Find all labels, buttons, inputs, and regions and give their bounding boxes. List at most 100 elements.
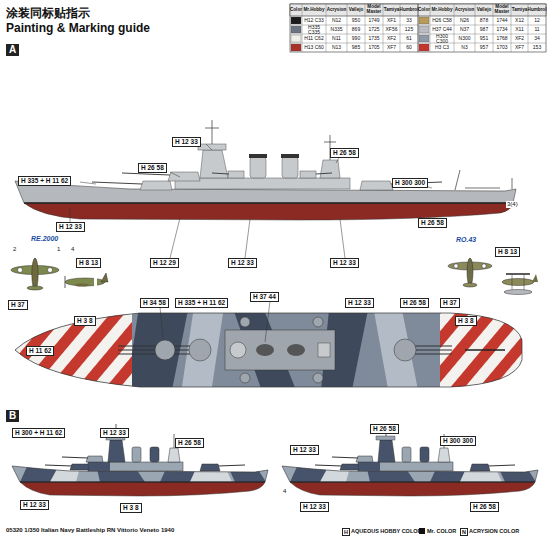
top-view-ship [10, 300, 132, 400]
table-cell: X12 [511, 16, 528, 25]
paint-table [291, 44, 301, 51]
table-cell: N335 [326, 25, 347, 34]
top-view-ship [318, 343, 330, 357]
table-cell: 869 [347, 25, 365, 34]
top-view-ship [10, 300, 530, 400]
side-view-ship [249, 154, 267, 158]
side-view-ship [140, 144, 393, 190]
aircraft [467, 258, 473, 286]
top-view-ship [412, 354, 452, 355]
color-callout: H 300 300 [392, 178, 428, 188]
aircraft [512, 274, 513, 290]
top-view-ship [118, 346, 158, 347]
color-callout: H 12 33 [345, 298, 374, 308]
aircraft [506, 273, 530, 275]
table-cell: 125 [400, 25, 418, 34]
table-cell: XF2 [383, 34, 400, 43]
top-view-ship [10, 300, 530, 400]
top-view-ship [189, 339, 211, 361]
side-view-ship [205, 120, 512, 190]
color-callout: H 12 33 [100, 428, 129, 438]
table-header: Humbrol [528, 4, 546, 16]
table-cell: H37 C44 [430, 25, 454, 34]
aircraft [65, 276, 66, 288]
aircraft [75, 283, 89, 286]
paint-table [291, 35, 301, 42]
color-callout: H 26 58 [330, 148, 359, 158]
color-callout: H 335 + H 11 62 [18, 176, 71, 186]
leader-line [245, 219, 250, 258]
side-view-ship [250, 157, 266, 178]
side-view-ship [324, 142, 336, 143]
table-header: Vallejo [475, 4, 493, 16]
table-cell: 1705 [365, 43, 383, 52]
paint-table [419, 35, 429, 42]
color-callout: H 26 58 [470, 502, 499, 512]
paint-table [291, 17, 301, 24]
leader-line [340, 219, 345, 258]
top-view-ship [394, 339, 416, 361]
table-cell: 1734 [493, 25, 511, 34]
callout-number: 3(4) [506, 201, 519, 208]
title: 涂装同标贴指示 [6, 5, 90, 22]
top-view-ship [15, 313, 522, 387]
paint-table [493, 4, 494, 52]
paint-table [347, 4, 348, 52]
table-cell: XF1 [383, 16, 400, 25]
color-callout: H 12 29 [150, 258, 179, 268]
table-cell: 61 [400, 34, 418, 43]
color-callout: H 335 + H 11 62 [175, 298, 228, 308]
table-cell: XF56 [383, 25, 400, 34]
color-callout: H 26 58 [138, 163, 167, 173]
table-header: Acrysion [326, 4, 347, 16]
top-view-ship [287, 344, 305, 356]
color-callout: H 12 33 [330, 258, 359, 268]
top-view-ship [440, 300, 530, 400]
color-callout: H 11 62 [26, 346, 54, 356]
paint-table [290, 4, 546, 52]
table-cell: H26 C58 [430, 16, 454, 25]
table-header: Tamiya [511, 4, 528, 16]
table-cell: 1749 [365, 16, 383, 25]
paint-table [454, 4, 455, 52]
table-cell: 60 [400, 43, 418, 52]
paint-table [419, 17, 429, 24]
paint-table [291, 26, 301, 33]
color-callout: H 12 33 [300, 502, 329, 512]
top-view-ship [412, 346, 452, 347]
aircraft [11, 258, 538, 295]
top-view-ship [225, 330, 335, 370]
top-view-ship [118, 350, 158, 351]
aircraft [48, 268, 53, 273]
table-cell: H300 C300 [430, 34, 454, 43]
table-cell: XF7 [511, 43, 528, 52]
leader-line [170, 218, 180, 258]
side-view-ship [24, 202, 513, 204]
color-callout: H 26 58 [370, 424, 399, 434]
table-cell: 11 [528, 25, 546, 34]
aircraft [463, 283, 477, 287]
paint-brand-note: AQUEOUS HOBBY COLOR [351, 528, 422, 535]
callout-number: 4 [282, 488, 287, 495]
table-cell: N300 [454, 34, 475, 43]
paint-table [419, 26, 429, 33]
top-view-ship [256, 344, 274, 356]
side-view-ship [512, 178, 513, 189]
side-view-ship [175, 178, 350, 189]
side-view-ship [122, 173, 170, 175]
table-cell: 12 [528, 16, 546, 25]
color-callout: H 3 8 [74, 316, 96, 326]
paint-table [383, 4, 384, 52]
top-view-ship [155, 317, 416, 383]
color-callout: H 34 58 [140, 298, 169, 308]
aircraft [94, 278, 97, 286]
color-callout: H 12 33 [290, 445, 319, 455]
paint-table [475, 4, 476, 52]
side-view-ship [455, 170, 460, 190]
side-view-ship [228, 171, 244, 178]
color-callout: H 37 [440, 298, 460, 308]
side-view-ship [140, 181, 172, 190]
table-cell: 1725 [365, 25, 383, 34]
callout-number: 2 [12, 246, 17, 253]
